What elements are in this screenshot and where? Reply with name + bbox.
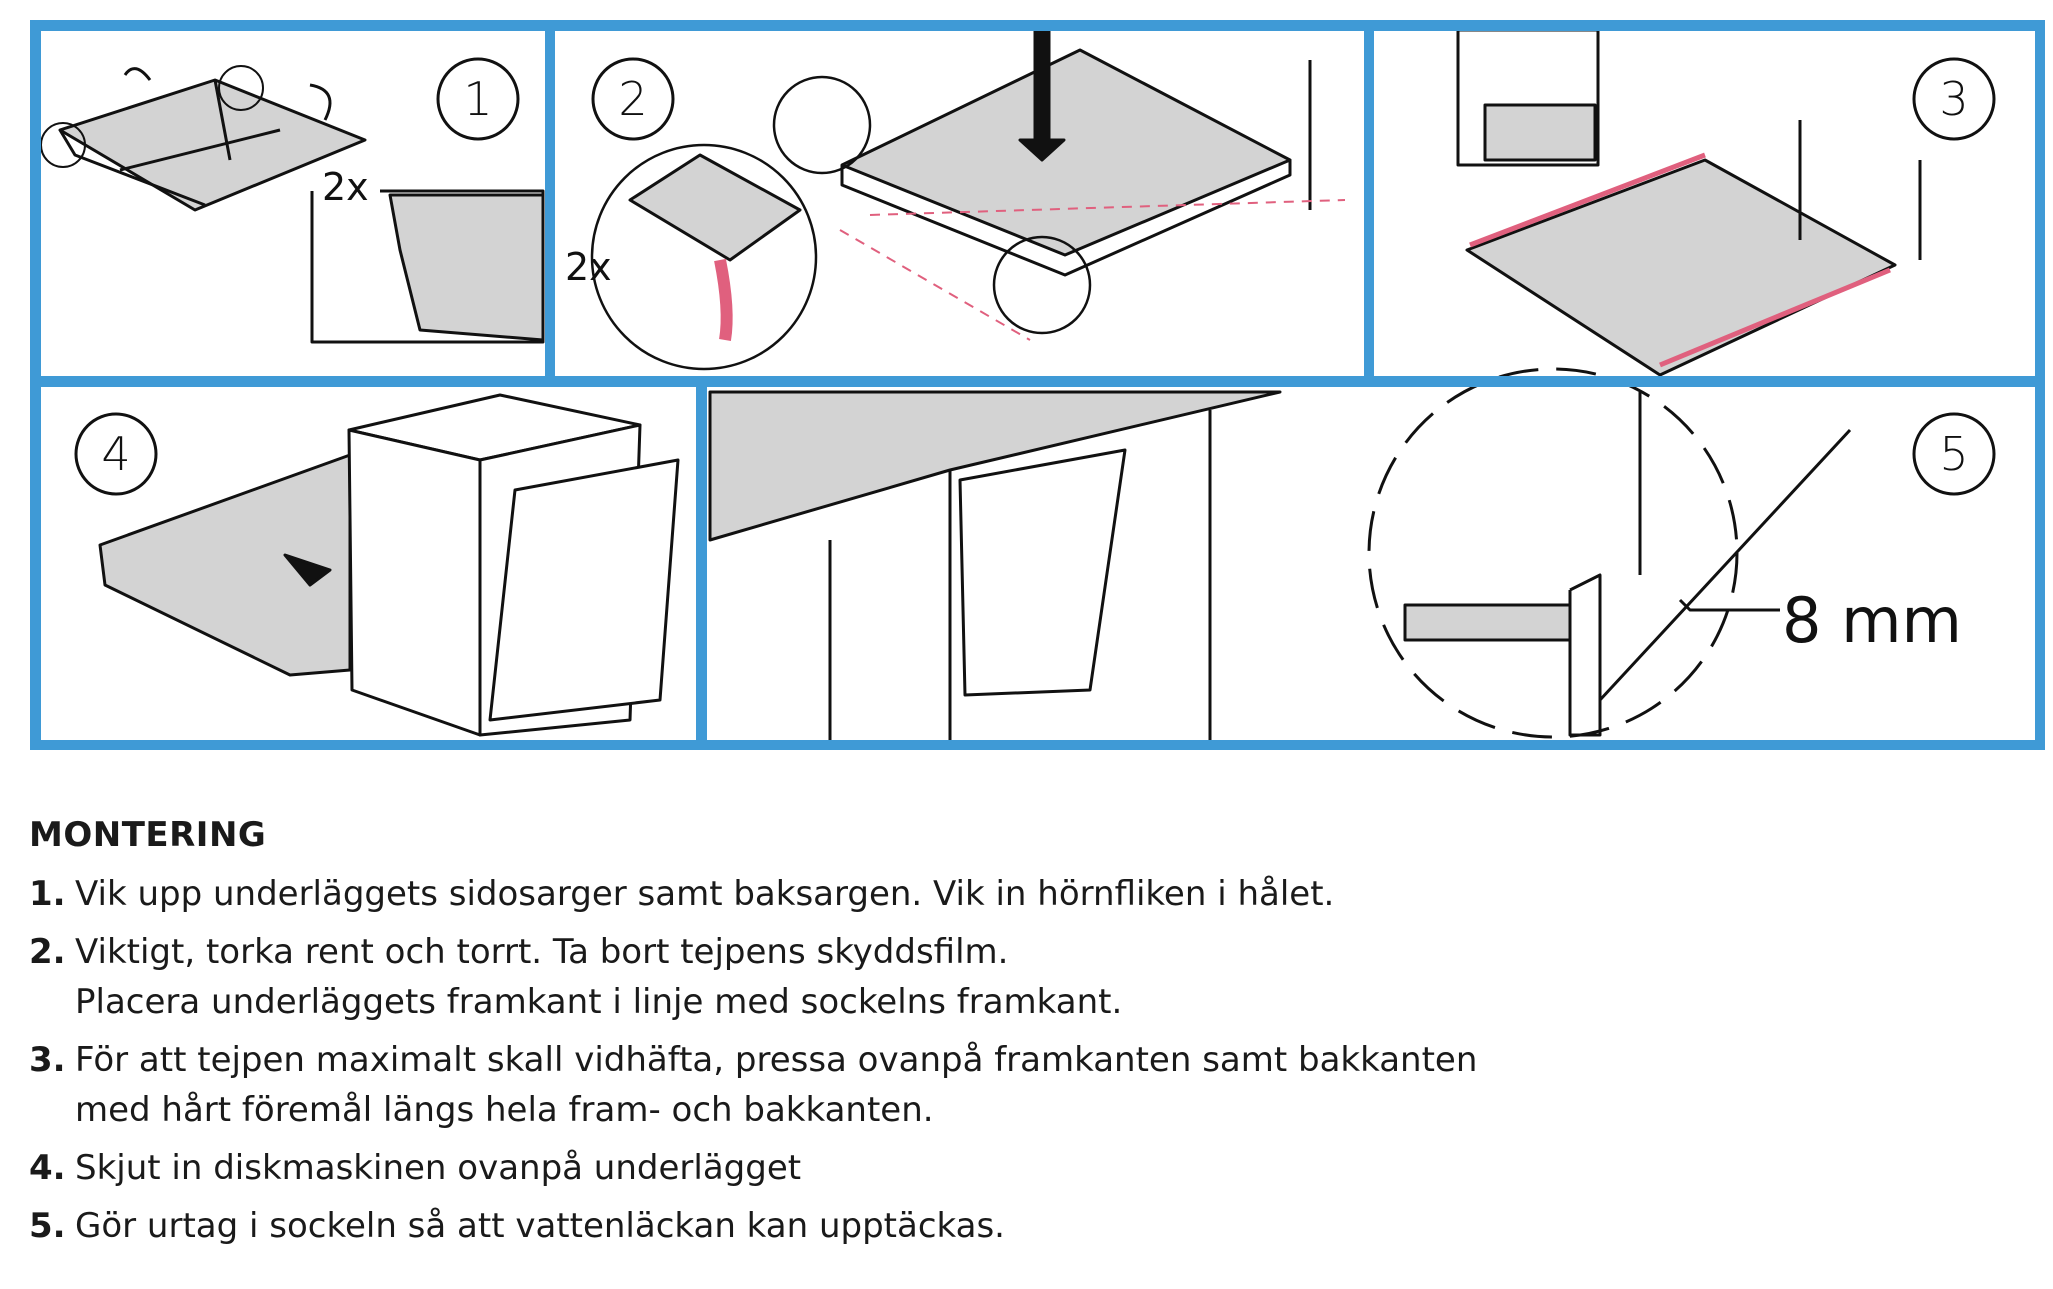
step-line: Vik upp underläggets sidosarger samt bak… [75,874,1335,914]
step-number: 5. [29,1206,66,1246]
step-text: Vik upp underläggets sidosarger samt bak… [75,869,1334,919]
step-item: 5.Gör urtag i sockeln så att vattenläcka… [29,1201,1629,1251]
step-line: För att tejpen maximalt skall vidhäfta, … [75,1040,1478,1080]
step-3-badge [1912,57,1996,141]
installation-illustration: 1 2x 2 2x [30,20,2045,750]
steps-list: 1.Vik upp underläggets sidosarger samt b… [29,869,1629,1251]
step-line: Skjut in diskmaskinen ovanpå underlägget [75,1148,802,1188]
step-number: 4. [29,1148,66,1188]
svg-text:4: 4 [101,427,130,481]
step-number: 2. [29,932,66,972]
step-number: 1. [29,874,66,914]
instructions-title: MONTERING [29,815,267,855]
panel-5-illustration: 5 8 mm [708,367,1996,740]
step-line: Placera underläggets framkant i linje me… [75,982,1123,1022]
step-text: Gör urtag i sockeln så att vattenläckan … [75,1201,1005,1251]
svg-text:5: 5 [1939,427,1968,481]
step-number: 3. [29,1040,66,1080]
step-text: Skjut in diskmaskinen ovanpå underlägget [75,1143,801,1193]
svg-text:8 mm: 8 mm [1782,584,1962,657]
panel-2-illustration: 2 2x [565,28,1346,371]
svg-text:3: 3 [1939,72,1968,126]
step-line: Gör urtag i sockeln så att vattenläckan … [75,1206,1005,1246]
step-text: För att tejpen maximalt skall vidhäfta, … [75,1035,1477,1135]
panel-frame [30,20,2045,750]
step-line: med hårt föremål längs hela fram- och ba… [75,1090,934,1130]
step-item: 1.Vik upp underläggets sidosarger samt b… [29,869,1629,919]
instructions: MONTERING 1.Vik upp underläggets sidosar… [29,815,1629,1259]
svg-text:2x: 2x [322,165,369,209]
step-line: Viktigt, torka rent och torrt. Ta bort t… [75,932,1009,972]
step-item: 3.För att tejpen maximalt skall vidhäfta… [29,1035,1629,1135]
step-2-badge [591,57,675,141]
panel-1-illustration: 1 2x [40,57,545,344]
svg-text:1: 1 [463,72,492,126]
panel-4-illustration: 4 [74,393,680,737]
svg-text:2: 2 [618,72,647,126]
panel-3-illustration: 3 [1456,28,1996,377]
step-5-badge [1912,412,1996,496]
svg-text:2x: 2x [565,245,612,289]
step-1-badge [436,57,520,141]
step-item: 2.Viktigt, torka rent och torrt. Ta bort… [29,927,1629,1027]
step-text: Viktigt, torka rent och torrt. Ta bort t… [75,927,1122,1027]
step-4-badge [74,412,158,496]
step-item: 4.Skjut in diskmaskinen ovanpå underlägg… [29,1143,1629,1193]
